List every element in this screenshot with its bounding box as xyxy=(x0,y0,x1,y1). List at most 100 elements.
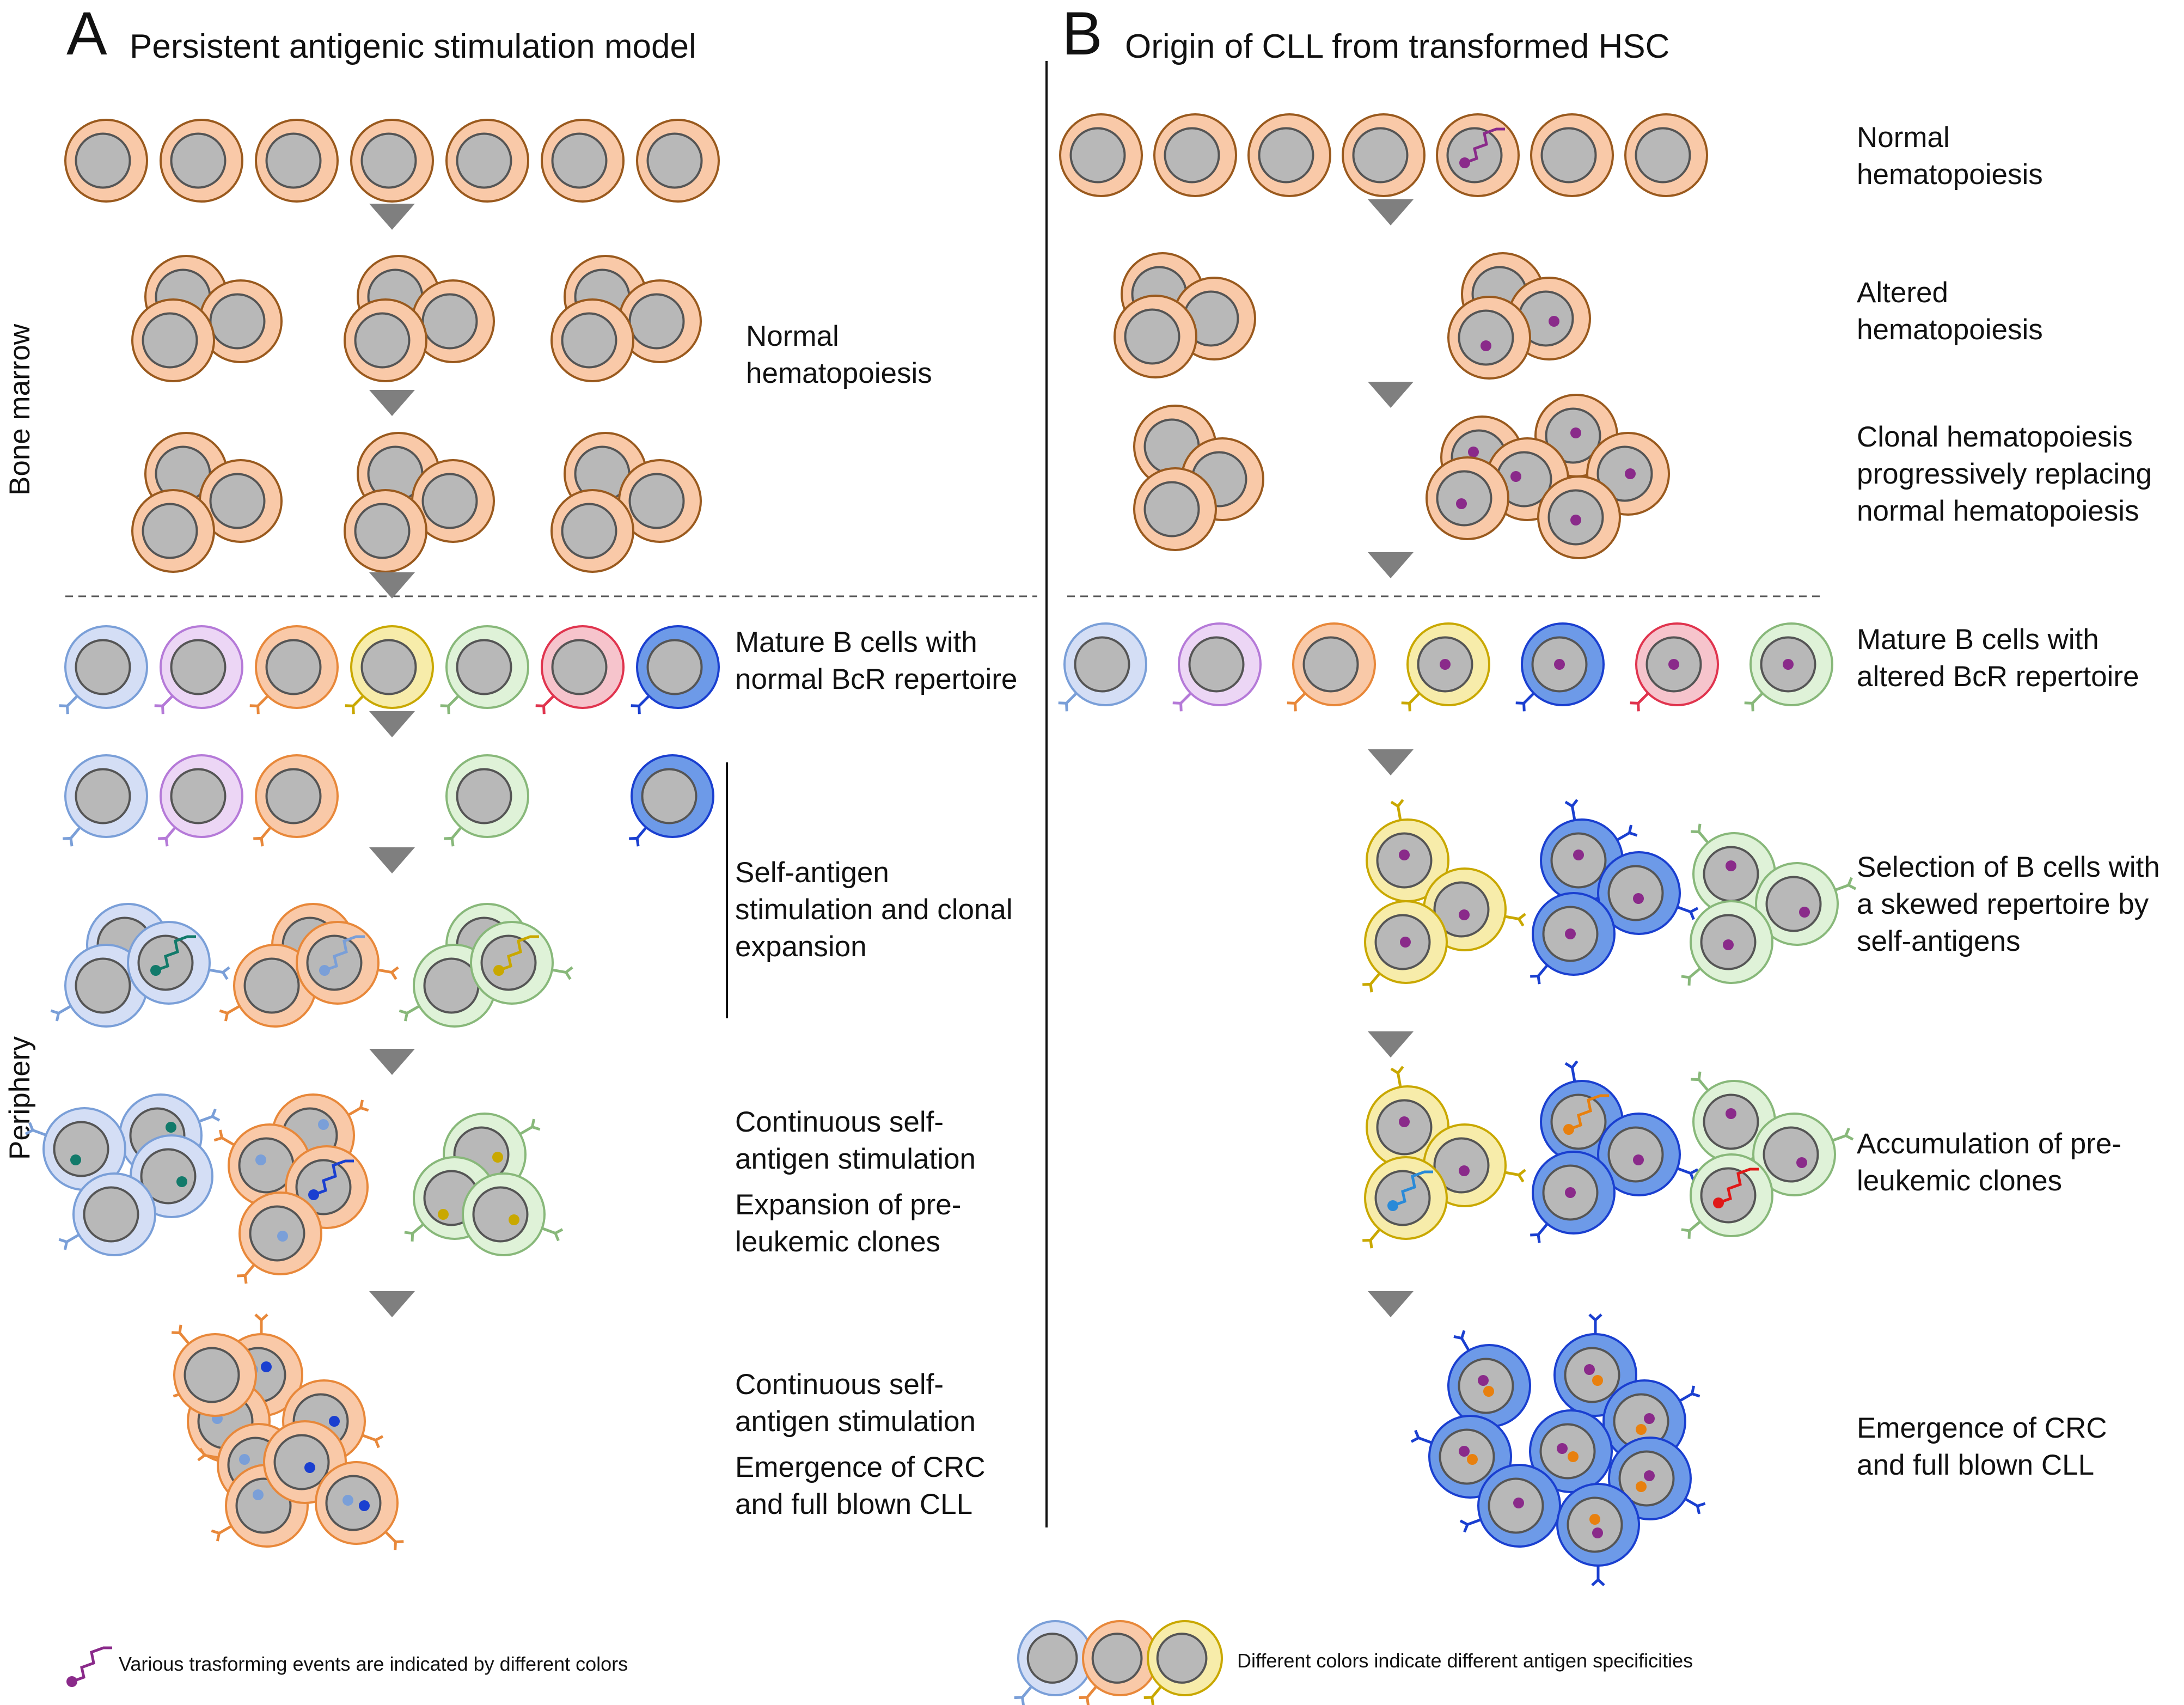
cell-nucleus xyxy=(209,473,266,529)
mutation-dot xyxy=(1554,659,1565,670)
legend-cell-orange xyxy=(1079,1620,1158,1705)
cell-nucleus xyxy=(1446,127,1503,184)
bcr-receptor xyxy=(1570,1067,1576,1082)
cell xyxy=(411,279,495,363)
panel-a-labels: Normal hematopoiesis Mature B cells with… xyxy=(735,320,1017,1520)
cell xyxy=(25,1107,126,1191)
mature-b-cell xyxy=(154,625,243,714)
mutation-dot xyxy=(342,1495,353,1506)
transforming-event xyxy=(1568,1094,1609,1131)
down-arrow xyxy=(369,204,415,230)
bcr-receptor xyxy=(377,968,392,974)
bcr-receptor xyxy=(1396,1073,1402,1087)
transforming-event xyxy=(324,935,365,972)
bcr-receptor xyxy=(541,1227,556,1235)
cell xyxy=(1426,456,1509,540)
mature-b-cell xyxy=(1058,622,1147,712)
label-b-selection-1: Selection of B cells with xyxy=(1857,851,2160,883)
bcr-receptor xyxy=(412,1223,425,1235)
hsc-cell xyxy=(1059,113,1143,197)
cell-nucleus xyxy=(421,293,478,350)
label-a-normal-hematopoiesis-1: Normal xyxy=(746,320,839,352)
mutation-dot xyxy=(1796,1157,1807,1168)
mutation-dot xyxy=(1726,1108,1736,1119)
cell-nucleus xyxy=(1164,127,1220,184)
cell xyxy=(237,1191,322,1284)
cell-nucleus xyxy=(295,1159,352,1215)
bcr-receptor xyxy=(347,1107,362,1116)
legend-cell-blue xyxy=(1014,1620,1093,1705)
label-b-normal-1: Normal xyxy=(1857,121,1950,154)
bcr-receptor xyxy=(179,1332,190,1345)
mutation-dot xyxy=(509,1214,519,1225)
label-a-emergence-1: Emergence of CRC xyxy=(735,1451,986,1483)
hsc-cell xyxy=(636,119,720,203)
cell-nucleus xyxy=(170,132,227,189)
cell xyxy=(1681,900,1773,986)
mutation-dot xyxy=(1644,1413,1655,1424)
cell xyxy=(1530,892,1616,985)
mutation-dot xyxy=(166,1122,176,1133)
mature-b-cell xyxy=(1172,622,1262,712)
cell xyxy=(131,489,215,573)
legend-events-text: Various trasforming events are indicated… xyxy=(119,1653,628,1675)
cell-nucleus xyxy=(209,293,266,350)
cell-nucleus xyxy=(75,957,131,1014)
panel-a-letter: A xyxy=(66,0,107,68)
transforming-event xyxy=(313,1159,354,1196)
cell-nucleus xyxy=(243,957,300,1014)
cell-nucleus xyxy=(1302,636,1359,693)
transforming-event xyxy=(1718,1168,1759,1205)
bcr-receptor xyxy=(1677,1167,1691,1175)
cell xyxy=(50,944,148,1028)
down-arrow xyxy=(1368,1291,1414,1317)
cell-nucleus xyxy=(456,132,512,189)
down-arrow xyxy=(369,390,415,416)
label-a-self-antigen-1: Self-antigen xyxy=(735,857,889,889)
bcr-receptor xyxy=(1504,915,1519,921)
bcr-receptor xyxy=(1294,692,1306,705)
cell-nucleus xyxy=(646,132,703,189)
bcr-receptor xyxy=(204,1453,219,1459)
cell xyxy=(618,279,702,363)
cell xyxy=(1447,296,1531,380)
cell xyxy=(199,279,283,363)
mutation-dot xyxy=(1592,1375,1603,1386)
cell-nucleus xyxy=(1458,309,1514,366)
cell xyxy=(1447,1330,1531,1428)
mutation-dot xyxy=(261,1361,272,1372)
cell-nucleus xyxy=(75,768,131,824)
mutation-dot xyxy=(1440,659,1451,670)
cell-nucleus xyxy=(1539,1423,1596,1480)
cell xyxy=(1681,1153,1773,1239)
bcr-receptor xyxy=(227,1005,241,1015)
bcr-receptor xyxy=(384,1531,397,1543)
cell-nucleus xyxy=(1074,636,1130,693)
cell-nucleus xyxy=(273,1434,330,1490)
cells-layer xyxy=(25,113,1857,1705)
mutation-dot xyxy=(1483,1386,1494,1397)
cell xyxy=(550,298,634,382)
mutation-dot xyxy=(304,1462,315,1473)
mutation-dot xyxy=(255,1154,266,1165)
hsc-cell xyxy=(1530,113,1614,197)
bcr-receptor xyxy=(362,1434,376,1441)
bcr-receptor xyxy=(1086,1685,1098,1698)
cell-nucleus xyxy=(1436,470,1492,527)
transforming-event xyxy=(155,935,196,972)
bcr-receptor xyxy=(1689,967,1702,979)
cell-nucleus xyxy=(183,1347,240,1403)
bcr-receptor xyxy=(1679,1392,1693,1402)
label-b-mature-1: Mature B cells with xyxy=(1857,624,2099,656)
cell-nucleus xyxy=(1607,1126,1664,1183)
mutation-dot xyxy=(1573,850,1584,860)
bcr-receptor xyxy=(1689,1220,1702,1232)
bcr-receptor xyxy=(1396,806,1402,821)
cell-nucleus xyxy=(1374,1170,1431,1226)
cell xyxy=(618,459,702,543)
bcr-receptor xyxy=(165,826,176,839)
down-arrow xyxy=(1368,552,1414,578)
mutation-dot xyxy=(1467,1454,1478,1465)
cell xyxy=(172,1324,257,1417)
